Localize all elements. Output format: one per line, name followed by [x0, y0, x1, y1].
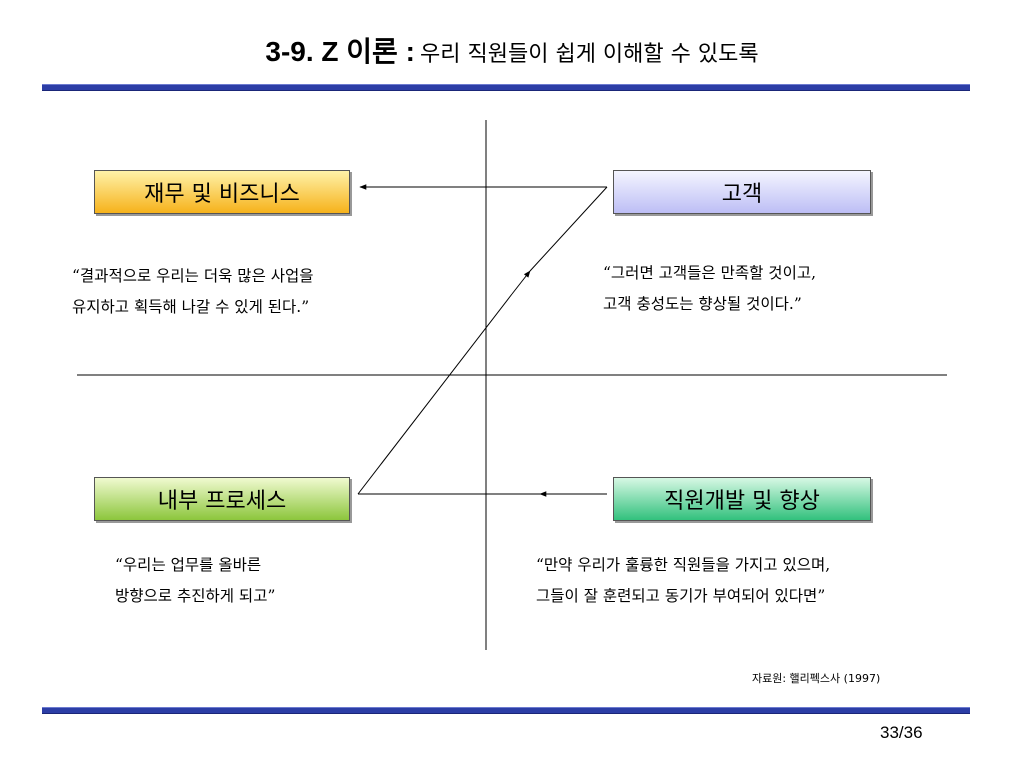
learning-quote-line: “만약 우리가 훌륭한 직원들을 가지고 있으며,: [536, 556, 831, 574]
finance-quote-line: “결과적으로 우리는 더욱 많은 사업을: [72, 267, 314, 285]
slide-title: 3-9. Z 이론 : 우리 직원들이 쉽게 이해할 수 있도록: [0, 30, 1024, 70]
finance-business-box: 재무 및 비즈니스: [94, 170, 350, 214]
learning-quote-line: 그들이 잘 훈련되고 동기가 부여되어 있다면”: [536, 587, 826, 605]
finance-quote-line: 유지하고 획득해 나갈 수 있게 된다.”: [72, 298, 310, 316]
customer-quote-line: 고객 충성도는 향상될 것이다.”: [603, 295, 802, 313]
link-customer-diagonal: [529, 186, 608, 272]
employee-development-box: 직원개발 및 향상: [613, 477, 871, 521]
top-rule: [42, 84, 970, 91]
internal-process-label: 내부 프로세스: [157, 489, 287, 514]
customer-quote: “그러면 고객들은 만족할 것이고, 고객 충성도는 향상될 것이다.”: [603, 258, 816, 320]
customer-quote-line: “그러면 고객들은 만족할 것이고,: [603, 264, 817, 282]
employee-development-label: 직원개발 및 향상: [664, 489, 820, 514]
process-quote: “우리는 업무를 올바른 방향으로 추진하게 되고”: [115, 550, 275, 612]
page-number: 33/36: [880, 723, 923, 742]
slide-title-sub: 우리 직원들이 쉽게 이해할 수 있도록: [420, 42, 759, 67]
link-process-diagonal: [357, 293, 513, 495]
slide-title-main: 3-9. Z 이론 :: [265, 36, 415, 67]
source-citation: 자료원: 핼리펙스사 (1997): [752, 672, 881, 685]
finance-quote: “결과적으로 우리는 더욱 많은 사업을 유지하고 획득해 나갈 수 있게 된다…: [72, 261, 314, 323]
finance-business-label: 재무 및 비즈니스: [144, 182, 300, 207]
arrow-process-to-customer: [511, 270, 531, 295]
internal-process-box: 내부 프로세스: [94, 477, 350, 521]
customer-label: 고객: [721, 182, 763, 207]
learning-quote: “만약 우리가 훌륭한 직원들을 가지고 있으며, 그들이 잘 훈련되고 동기가…: [536, 550, 830, 612]
process-quote-line: “우리는 업무를 올바른: [115, 556, 262, 574]
process-quote-line: 방향으로 추진하게 되고”: [115, 587, 276, 605]
customer-box: 고객: [613, 170, 871, 214]
bottom-rule: [42, 707, 970, 714]
